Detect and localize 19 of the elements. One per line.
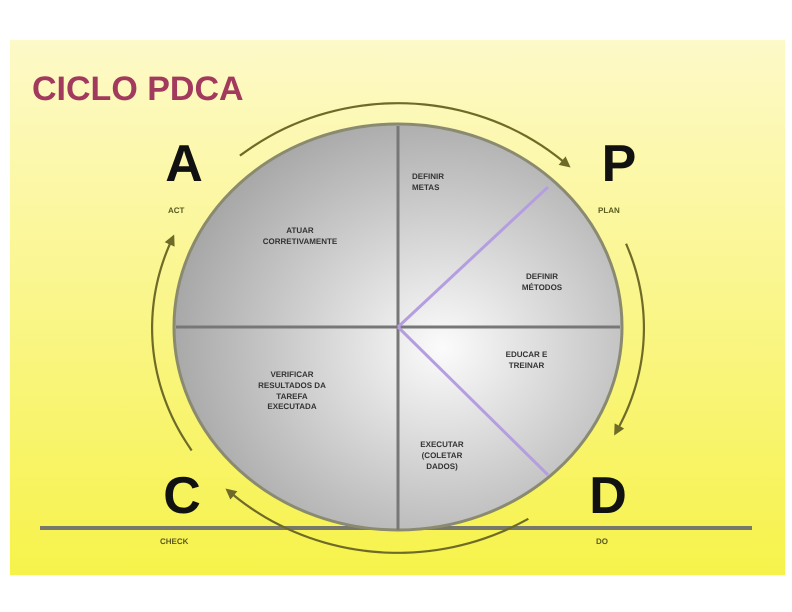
cycle-letter: D bbox=[588, 470, 628, 522]
title: CICLO PDCA bbox=[32, 70, 244, 109]
cycle-letter: C bbox=[162, 470, 202, 522]
sector-text: VERIFICAR RESULTADOS DA TAREFA EXECUTADA bbox=[257, 370, 327, 414]
cycle-arrow bbox=[239, 102, 571, 168]
sector-text: EDUCAR E TREINAR bbox=[504, 350, 548, 372]
phase-label: CHECK bbox=[160, 537, 188, 546]
sector-text: DEFINIR METAS bbox=[412, 172, 445, 194]
cycle-letter: P bbox=[600, 138, 638, 190]
sector-text: EXECUTAR (COLETAR DADOS) bbox=[419, 440, 465, 472]
cycle-arrow bbox=[151, 234, 193, 452]
cycle-letter: A bbox=[164, 138, 204, 190]
phase-label: DO bbox=[596, 537, 608, 546]
cycle-arrow bbox=[225, 488, 529, 554]
cycle-arrow bbox=[614, 243, 646, 436]
phase-label: ACT bbox=[168, 206, 184, 215]
sector-text: DEFINIR MÉTODOS bbox=[520, 272, 564, 294]
phase-label: PLAN bbox=[598, 206, 620, 215]
sector-text: ATUAR CORRETIVAMENTE bbox=[262, 226, 338, 248]
